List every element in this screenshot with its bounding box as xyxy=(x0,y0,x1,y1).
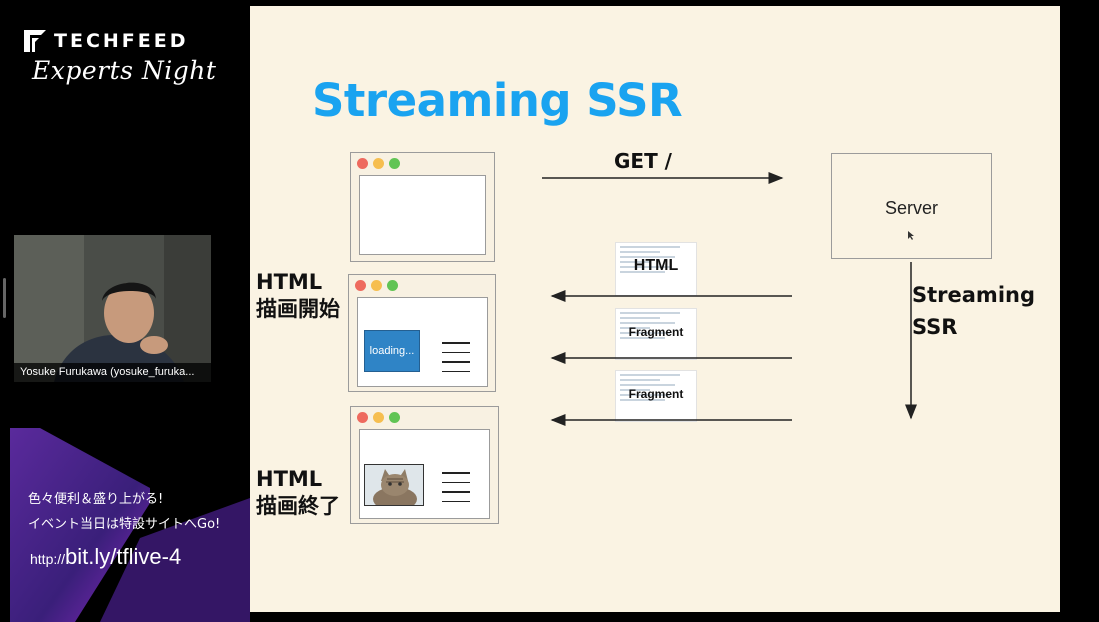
browser-viewport xyxy=(359,175,486,255)
fragment-chunk-thumbnail: Fragment xyxy=(615,308,697,360)
slide-title: Streaming SSR xyxy=(312,74,683,127)
request-label: GET / xyxy=(614,149,672,173)
close-dot-icon xyxy=(355,280,366,291)
close-dot-icon xyxy=(357,412,368,423)
window-controls xyxy=(357,412,405,423)
response-label-fragment-2: Fragment xyxy=(628,387,684,401)
promo-url-prefix: http:// xyxy=(30,551,66,567)
browser-viewport: loading... xyxy=(357,297,488,387)
response-label-html: HTML xyxy=(633,257,679,274)
label-end-line2: 描画終了 xyxy=(256,494,340,518)
minimize-dot-icon xyxy=(373,412,384,423)
streaming-ssr-label: Streaming SSR xyxy=(912,279,1035,343)
loading-placeholder: loading... xyxy=(364,330,420,372)
text-lines-icon xyxy=(442,342,470,380)
promo-background xyxy=(10,428,250,622)
window-controls xyxy=(357,158,405,169)
brand-name: TECHFEED xyxy=(54,30,189,52)
brand-subtitle: Experts Night xyxy=(32,56,217,85)
browser-viewport xyxy=(359,429,490,519)
participant-video[interactable]: Yosuke Furukawa (yosuke_furuka... xyxy=(14,235,211,382)
brand: TECHFEED Experts Night xyxy=(22,28,216,85)
maximize-dot-icon xyxy=(389,158,400,169)
fragment-chunk-thumbnail: Fragment xyxy=(615,370,697,422)
response-label-fragment-1: Fragment xyxy=(628,325,684,339)
presentation-slide: Streaming SSR loading... xyxy=(250,6,1060,612)
html-chunk-thumbnail: HTML xyxy=(615,242,697,296)
streaming-label-line1: Streaming xyxy=(912,283,1035,307)
server-label: Server xyxy=(884,198,938,218)
participant-name: Yosuke Furukawa (yosuke_furuka... xyxy=(14,363,211,382)
promo-line-2: イベント当日は特設サイトへGo! xyxy=(28,517,221,532)
label-end-line1: HTML xyxy=(256,467,323,491)
cursor-icon xyxy=(908,231,914,240)
cat-photo-icon xyxy=(364,464,424,506)
promo-link[interactable]: http://bit.ly/tflive-4 xyxy=(30,544,181,570)
close-dot-icon xyxy=(357,158,368,169)
participant-video-frame xyxy=(14,235,211,382)
streaming-label-line2: SSR xyxy=(912,315,958,339)
label-start-line2: 描画開始 xyxy=(256,297,340,321)
maximize-dot-icon xyxy=(387,280,398,291)
browser-window-complete xyxy=(350,406,499,524)
arrows-layer xyxy=(542,172,917,426)
server-box: Server xyxy=(831,153,992,259)
browser-window-loading: loading... xyxy=(348,274,496,392)
promo-banner[interactable]: 色々便利＆盛り上がる! イベント当日は特設サイトへGo! http://bit.… xyxy=(0,428,250,622)
promo-line-1: 色々便利＆盛り上がる! xyxy=(28,492,164,507)
label-html-end: HTML 描画終了 xyxy=(256,466,340,520)
minimize-dot-icon xyxy=(373,158,384,169)
window-controls xyxy=(355,280,403,291)
text-lines-icon xyxy=(442,472,470,510)
label-start-line1: HTML xyxy=(256,270,323,294)
label-html-start: HTML 描画開始 xyxy=(256,269,340,323)
techfeed-logo-icon xyxy=(22,28,48,54)
minimize-dot-icon xyxy=(371,280,382,291)
promo-url-main: bit.ly/tflive-4 xyxy=(65,544,182,569)
browser-window-request xyxy=(350,152,495,262)
scrollbar[interactable] xyxy=(3,278,6,318)
maximize-dot-icon xyxy=(389,412,400,423)
